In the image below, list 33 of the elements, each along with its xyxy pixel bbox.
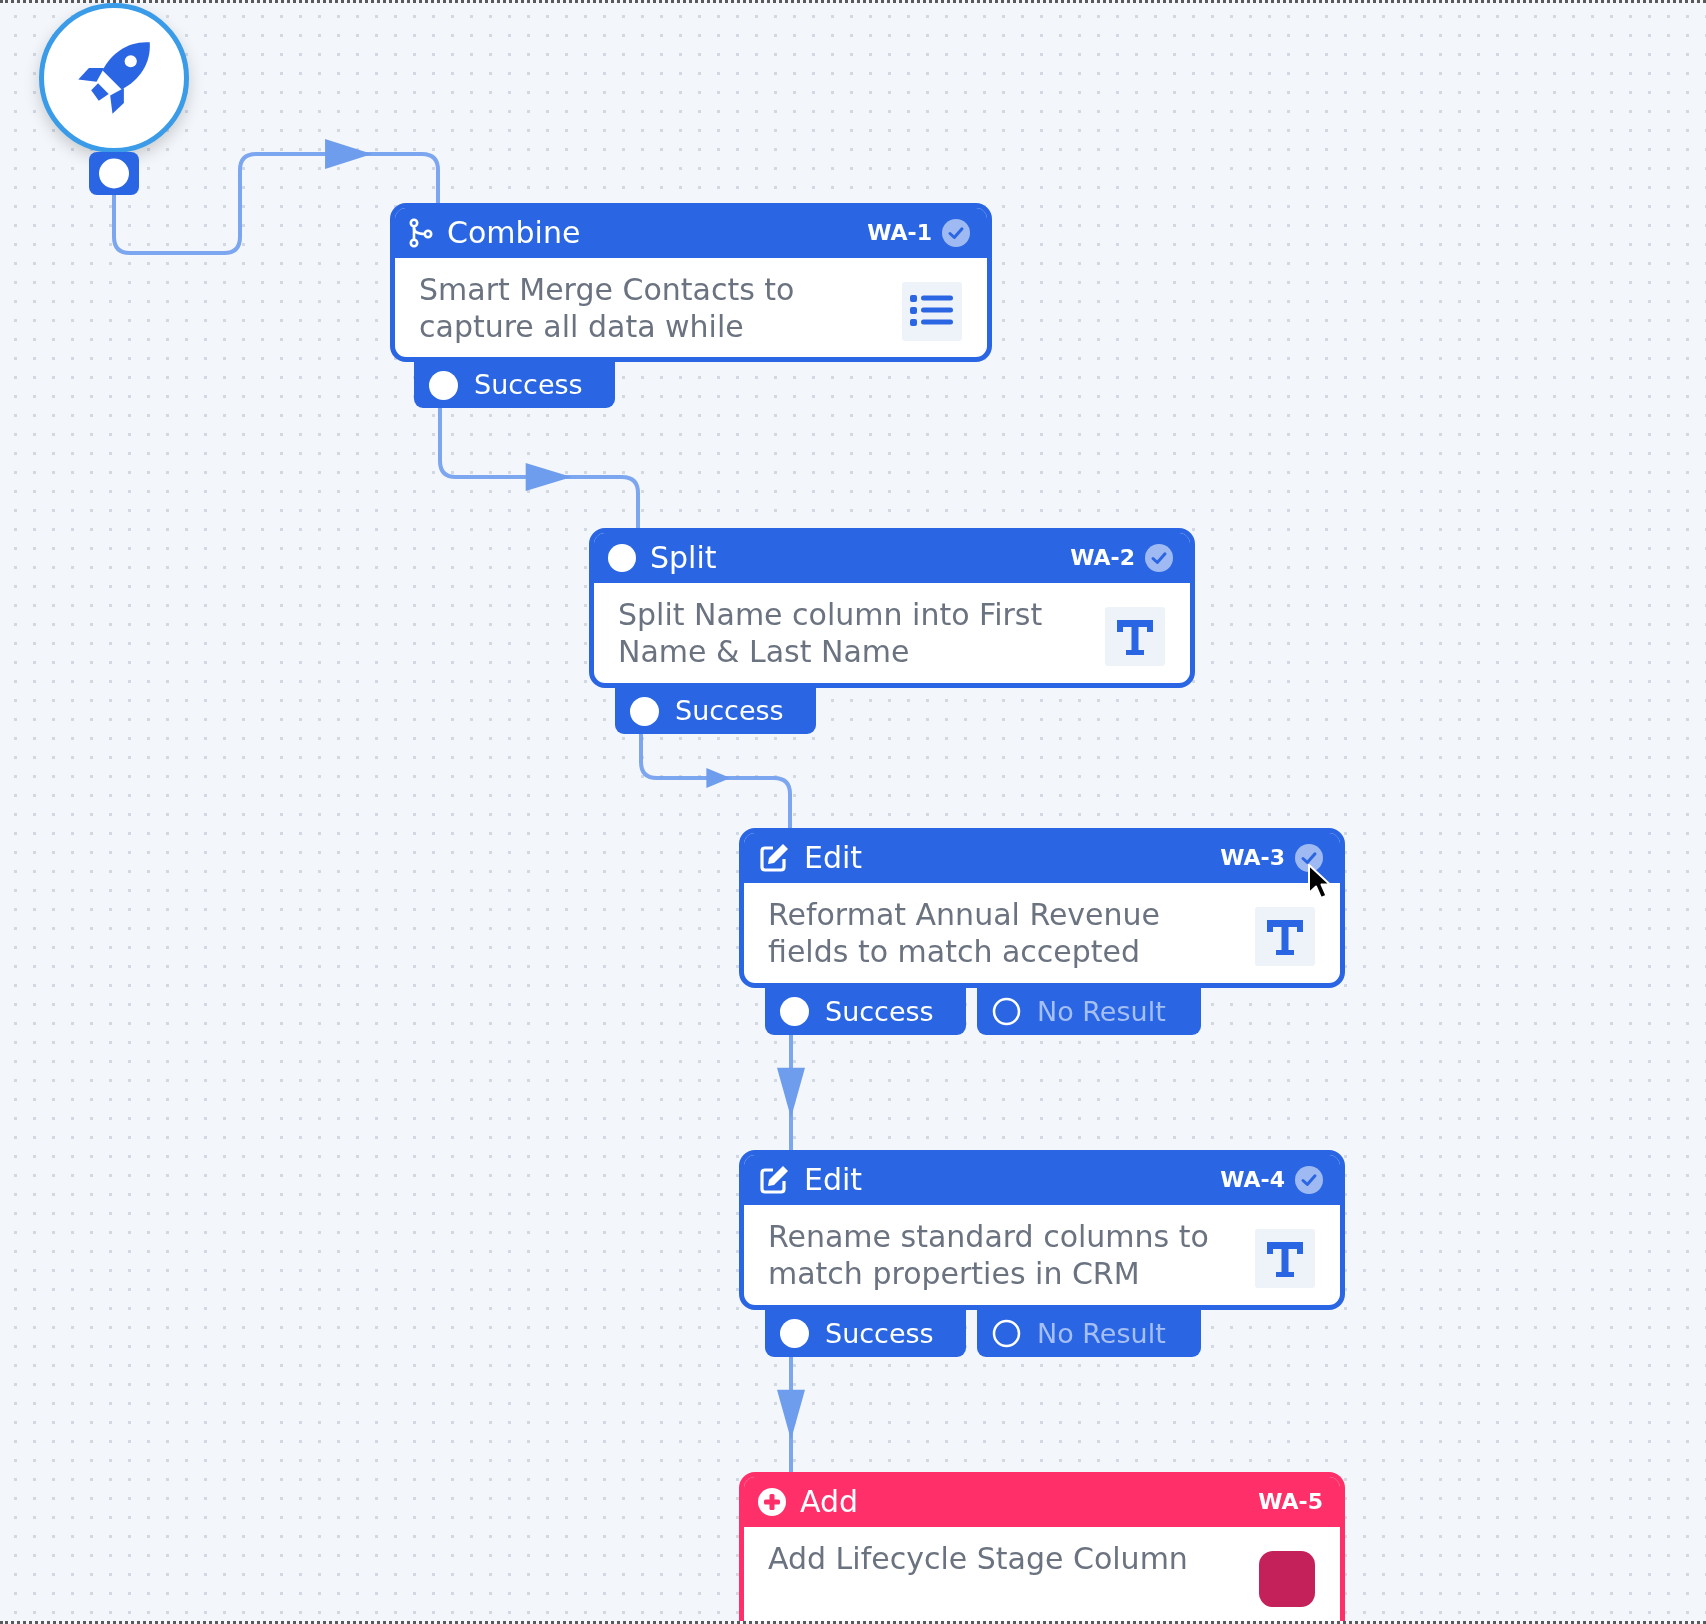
step-id: WA-1 — [867, 219, 932, 247]
step-title: Add — [800, 1484, 859, 1520]
step-description: Rename standard columns to match properties in CRM — [768, 1218, 1210, 1292]
step-id: WA-3 — [1220, 844, 1285, 872]
step-card — [589, 528, 1195, 688]
step-title: Combine — [447, 215, 581, 251]
start-circle — [39, 3, 189, 153]
step-title: Edit — [804, 840, 863, 876]
port-label: Success — [675, 695, 784, 727]
step-description: Split Name column into First Name & Last Name — [618, 596, 1044, 670]
step-card — [739, 1472, 1345, 1621]
step-description: Reformat Annual Revenue fields to match accepted — [768, 896, 1162, 970]
step-card — [390, 203, 992, 362]
output-tab — [765, 1310, 966, 1357]
step-id: WA-4 — [1220, 1166, 1285, 1194]
output-tab — [977, 988, 1201, 1035]
step-card — [739, 828, 1345, 988]
port-label: No Result — [1037, 1317, 1166, 1350]
step-title: Split — [650, 540, 717, 576]
output-tab — [615, 688, 816, 734]
step-id: WA-2 — [1070, 544, 1135, 572]
step-title: Edit — [804, 1162, 863, 1198]
step-id: WA-5 — [1258, 1488, 1323, 1516]
output-tab — [765, 988, 966, 1035]
port-label: Success — [825, 1317, 934, 1350]
step-description: Smart Merge Contacts to capture all data while — [419, 271, 796, 345]
port-label: Success — [474, 369, 583, 401]
step-card — [739, 1150, 1345, 1310]
step-description: Add Lifecycle Stage Column — [768, 1540, 1189, 1577]
port-label: No Result — [1037, 995, 1166, 1028]
port-label: Success — [825, 995, 934, 1028]
output-tab — [977, 1310, 1201, 1357]
output-tab — [414, 362, 615, 408]
